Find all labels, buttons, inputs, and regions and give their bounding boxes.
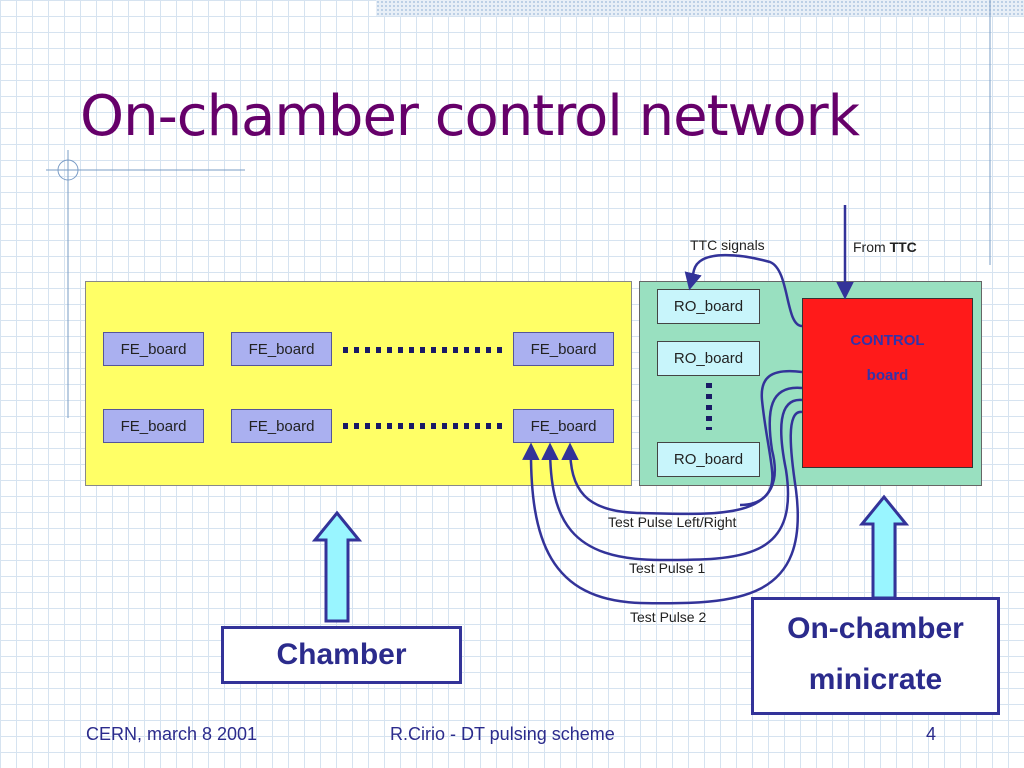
from-ttc-bold: TTC: [889, 239, 917, 255]
header-decoration-band: [376, 0, 1024, 16]
test-pulse-1-line: [541, 398, 803, 562]
ro-board: RO_board: [657, 442, 760, 477]
fe-board: FE_board: [513, 409, 614, 443]
chamber-label: Chamber: [221, 626, 462, 684]
control-board: CONTROL board: [802, 298, 973, 468]
fe-board: FE_board: [103, 332, 204, 366]
ro-board: RO_board: [657, 341, 760, 376]
ttc-signals-label: TTC signals: [690, 237, 765, 253]
minicrate-up-arrow: [858, 494, 910, 600]
footer-center: R.Cirio - DT pulsing scheme: [390, 724, 615, 744]
test-pulse-lr-label: Test Pulse Left/Right: [608, 514, 737, 530]
fe-boards-panel: [85, 281, 632, 486]
control-board-label-line2: board: [866, 367, 909, 384]
from-ttc-label: From TTC: [853, 239, 917, 255]
from-ttc-prefix: From: [853, 239, 890, 255]
fe-board: FE_board: [513, 332, 614, 366]
minicrate-label: On-chamber minicrate: [751, 597, 1000, 715]
test-pulse-2-label: Test Pulse 2: [630, 609, 707, 625]
fe-board: FE_board: [231, 332, 332, 366]
ro-board: RO_board: [657, 289, 760, 324]
test-pulse-2-line: [522, 410, 803, 605]
footer-left: CERN, march 8 2001: [86, 724, 258, 744]
ttc-signals-line: [684, 253, 803, 328]
minicrate-label-line2: minicrate: [808, 663, 943, 696]
test-pulse-1-label: Test Pulse 1: [629, 560, 706, 576]
test-pulse-lr-line: [561, 386, 803, 516]
minicrate-label-line1: On-chamber: [787, 612, 964, 645]
control-board-label-line1: CONTROL: [850, 332, 925, 349]
fe-board: FE_board: [103, 409, 204, 443]
fe-board: FE_board: [231, 409, 332, 443]
chamber-up-arrow: [311, 510, 363, 623]
slide-title: On-chamber control network: [80, 84, 860, 149]
footer-page-number: 4: [926, 724, 937, 744]
